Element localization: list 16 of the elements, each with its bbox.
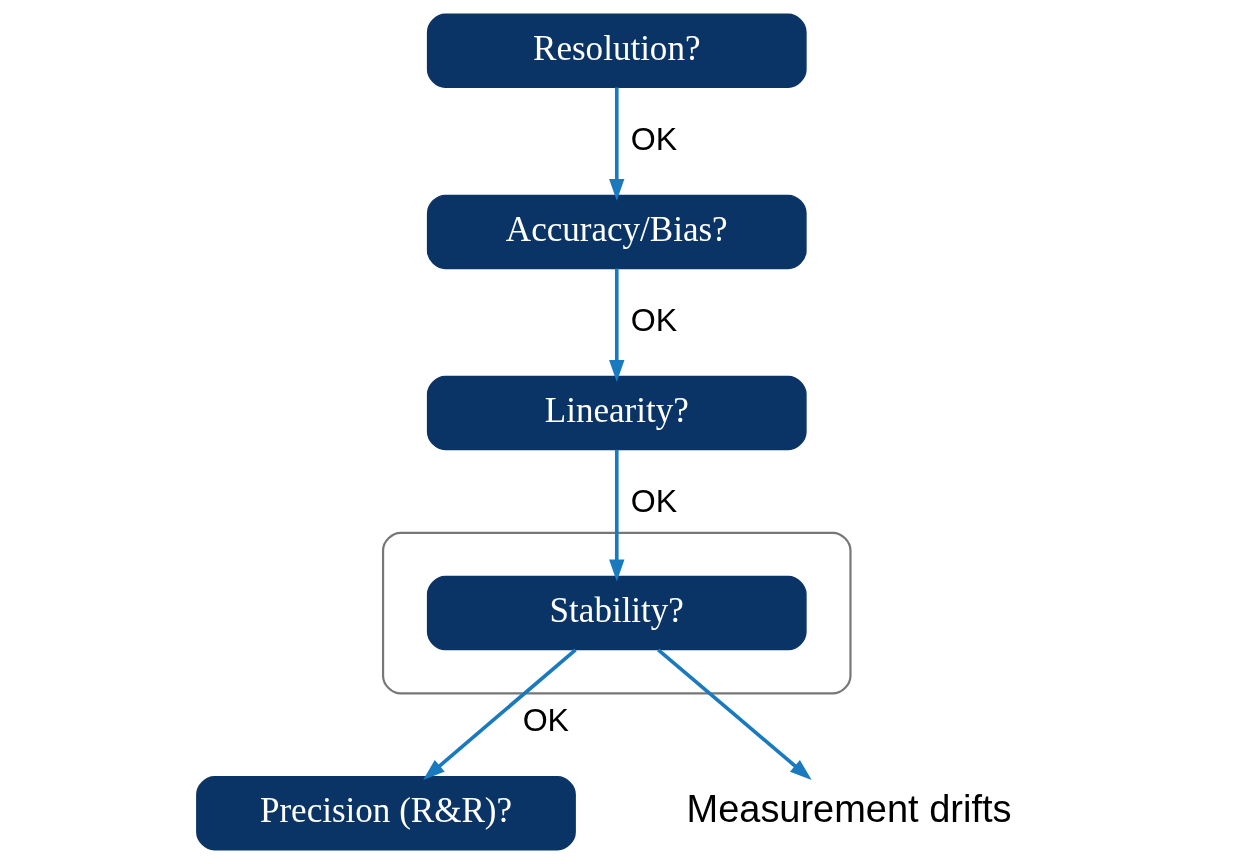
arrow: [609, 449, 625, 582]
node-text: Measurement drifts: [686, 788, 1012, 831]
arrow: [609, 87, 625, 201]
edge-label: OK: [630, 301, 678, 338]
arrow: [609, 268, 625, 382]
node-box: Accuracy/Bias?: [426, 194, 807, 270]
edge-label: OK: [522, 701, 570, 738]
arrow: [657, 648, 812, 781]
edge-label: OK: [630, 482, 678, 519]
node-box: Linearity?: [426, 375, 807, 451]
arrow: [423, 648, 577, 781]
node-box: Resolution?: [426, 13, 807, 89]
cluster: [381, 531, 852, 695]
node-box: Stability?: [426, 575, 807, 651]
node-box: Precision (R&R)?: [196, 776, 576, 851]
edge-label: OK: [630, 120, 678, 157]
